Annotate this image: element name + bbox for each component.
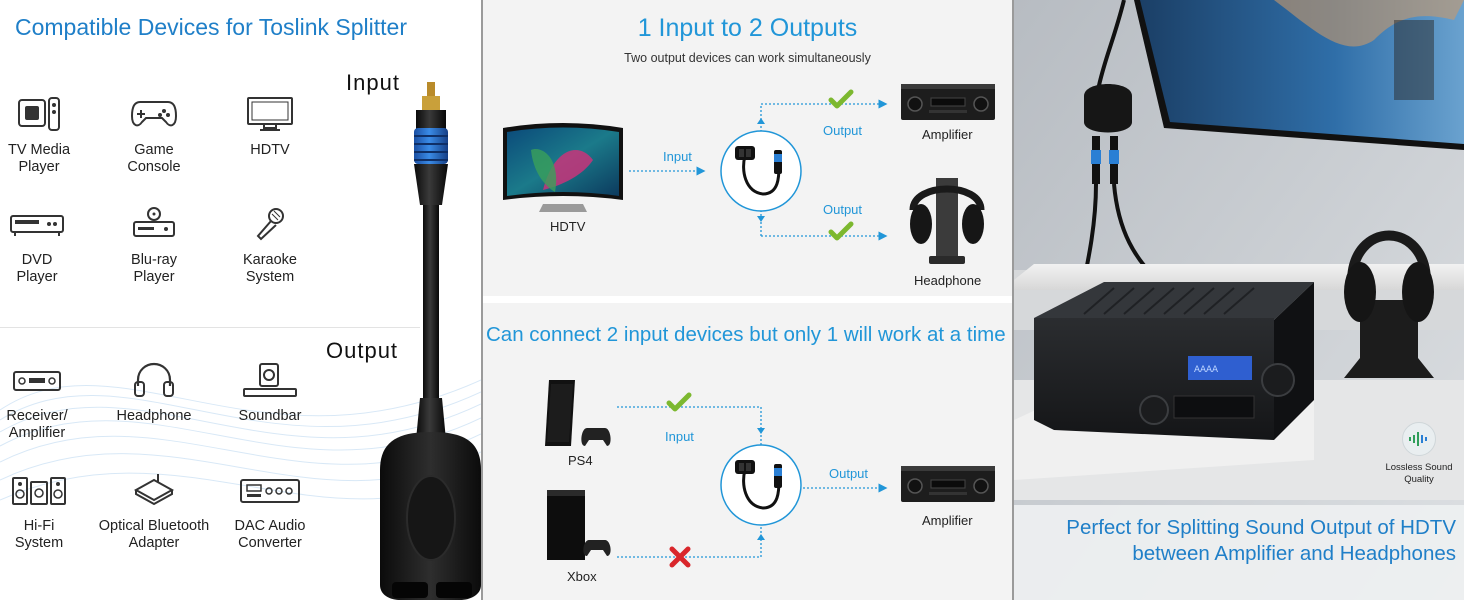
output-label-1: Output [823, 123, 863, 138]
dvd-player-icon [0, 206, 92, 246]
caption-line-1: Perfect for Splitting Sound Output of HD… [1066, 516, 1456, 539]
lossless-sound-badge: Lossless Sound Quality [1381, 422, 1457, 486]
check-icon [828, 89, 854, 109]
section-gap [483, 296, 1012, 303]
device-dvd-player: DVD Player [0, 206, 92, 286]
splitter-icon-bottom [720, 444, 802, 526]
badge-line-2: Quality [1404, 474, 1434, 485]
usage-scene-panel: AAAA Lossless Sound Quality Perfect for … [1014, 0, 1464, 600]
amplifier-image [901, 84, 995, 120]
device-blu-ray-player: Blu-ray Player [99, 206, 209, 286]
device-label: Optical Bluetooth Adapter [98, 518, 210, 551]
device-label: DAC Audio Converter [234, 518, 306, 551]
dac-converter-icon [215, 472, 325, 512]
device-label: Soundbar [238, 408, 302, 424]
splitter-icon-top [720, 130, 802, 212]
device-dac-audio-converter: DAC Audio Converter [215, 472, 325, 552]
device-label: Karaoke System [242, 252, 297, 285]
device-label: Blu-ray Player [131, 252, 177, 285]
amplifier-label-top: Amplifier [922, 127, 973, 142]
hdtv-icon [215, 96, 325, 136]
device-label: HDTV [250, 142, 290, 158]
headphone-image [909, 178, 985, 264]
device-hdtv: HDTV [215, 96, 325, 159]
panel-divider-left [481, 0, 483, 600]
cross-icon [669, 546, 691, 568]
device-tv-media-player: TV Media Player [0, 96, 94, 176]
device-label: Hi-Fi System [14, 518, 64, 551]
device-receiver-amplifier: Receiver/ Amplifier [0, 362, 92, 442]
ps4-label: PS4 [568, 453, 593, 468]
device-label: Headphone [116, 408, 192, 424]
device-soundbar: Soundbar [215, 362, 325, 425]
receiver-icon [0, 362, 92, 402]
toslink-splitter-cable [380, 82, 481, 600]
output-label-bottom: Output [829, 466, 869, 481]
xbox-image [547, 490, 611, 560]
input-label: Input [346, 70, 400, 95]
check-icon [666, 392, 692, 412]
compatible-devices-panel: Compatible Devices for Toslink Splitter … [0, 0, 481, 600]
hdtv-image [503, 123, 623, 212]
badge-line-1: Lossless Sound [1385, 462, 1453, 473]
caption-line-2: between Amplifier and Headphones [1132, 542, 1456, 565]
amplifier-image-bottom [901, 466, 995, 502]
sound-wave-icon [1402, 422, 1436, 456]
headphone-label: Headphone [914, 273, 982, 288]
output-label-2: Output [823, 202, 863, 217]
panel-divider-right [1012, 0, 1014, 600]
connection-diagram-panel: 1 Input to 2 Outputs Two output devices … [483, 0, 1012, 600]
section-divider [0, 327, 420, 328]
input-label-top: Input [663, 149, 692, 164]
device-karaoke-system: Karaoke System [215, 206, 325, 286]
bluetooth-adapter-icon [87, 472, 221, 512]
diagram-subtitle-top: Two output devices can work simultaneous… [624, 51, 871, 65]
input-label-bottom: Input [665, 429, 694, 444]
output-label: Output [326, 338, 399, 363]
scene-caption: Perfect for Splitting Sound Output of HD… [1066, 515, 1456, 567]
device-label: Game Console [127, 142, 181, 175]
device-game-console: Game Console [99, 96, 209, 176]
microphone-icon [215, 206, 325, 246]
headphone-icon [99, 362, 209, 402]
game-console-icon [99, 96, 209, 136]
device-label: DVD Player [16, 252, 58, 285]
soundbar-icon [215, 362, 325, 402]
device-label: Receiver/ Amplifier [6, 408, 68, 441]
ps4-image [545, 380, 611, 446]
amplifier-label-bottom: Amplifier [922, 513, 973, 528]
device-label: TV Media Player [7, 142, 71, 175]
hifi-speakers-icon [0, 472, 94, 512]
hdtv-label: HDTV [550, 219, 586, 234]
diagram-title-bottom: Can connect 2 input devices but only 1 w… [486, 323, 1006, 346]
background-wave [0, 379, 481, 501]
device-hifi-system: Hi-Fi System [0, 472, 94, 552]
connection-diagram [503, 84, 995, 568]
receiver-display-text: AAAA [1194, 365, 1218, 376]
device-optical-bluetooth-adapter: Optical Bluetooth Adapter [87, 472, 221, 552]
check-icon [828, 221, 854, 241]
page-title: Compatible Devices for Toslink Splitter [15, 14, 408, 40]
xbox-label: Xbox [567, 569, 597, 584]
living-room-scene: AAAA [1014, 0, 1464, 600]
tv-media-player-icon [0, 96, 94, 136]
diagram-title-top: 1 Input to 2 Outputs [637, 14, 858, 42]
blu-ray-player-icon [99, 206, 209, 246]
device-headphone: Headphone [99, 362, 209, 425]
